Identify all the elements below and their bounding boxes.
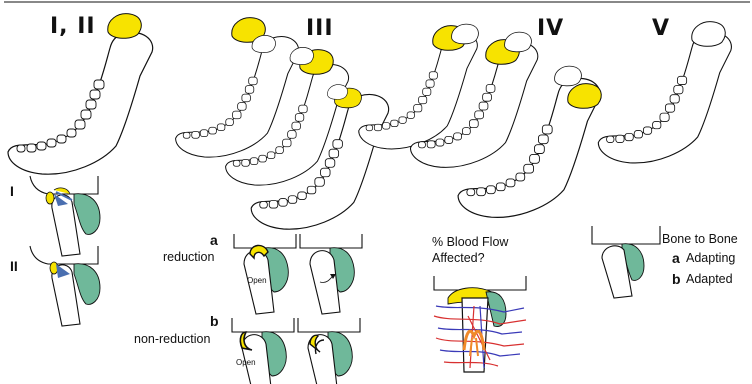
mandible-diagram bbox=[359, 24, 602, 217]
sub-stage-letter: a bbox=[210, 232, 218, 248]
stage-heading: IV bbox=[537, 16, 564, 41]
stage-heading: III bbox=[306, 16, 334, 41]
bone-to-bone-title: Bone to Bone bbox=[662, 232, 738, 246]
stage-heading: I, II bbox=[50, 14, 96, 39]
sub-stage-label: reduction bbox=[163, 250, 214, 264]
condyle-disc-diagram bbox=[592, 226, 660, 298]
blood-vessel-network bbox=[434, 276, 526, 372]
sub-stage-label: Adapted bbox=[686, 272, 733, 286]
sub-stage-letter: b bbox=[210, 313, 219, 329]
sub-stage-label: II bbox=[10, 258, 18, 274]
sub-stage-label: Adapting bbox=[686, 251, 735, 265]
mandible-diagram bbox=[598, 22, 731, 163]
open-label: Open bbox=[247, 276, 267, 285]
open-label: Open bbox=[236, 358, 256, 367]
stage-heading: V bbox=[652, 16, 670, 41]
sub-stage-letter: b bbox=[672, 271, 681, 287]
sub-stage-label: non-reduction bbox=[134, 332, 210, 346]
sub-stage-letter: a bbox=[672, 250, 680, 266]
condyle-disc-diagram bbox=[30, 176, 100, 326]
sub-stage-label: I bbox=[10, 183, 14, 199]
blood-flow-question: % Blood Flow Affected? bbox=[432, 234, 508, 266]
mandible-diagram bbox=[176, 18, 389, 229]
